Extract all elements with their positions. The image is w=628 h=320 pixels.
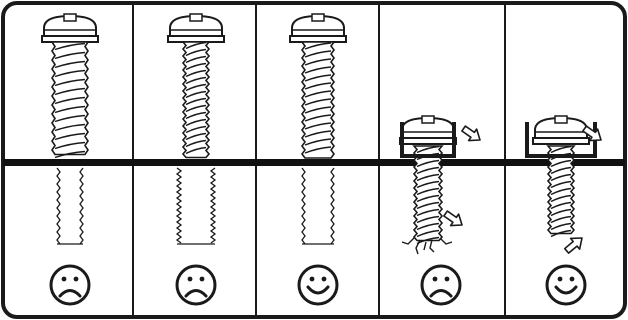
screw-2-threads [185,41,207,155]
arrow-icon-bracket-5 [582,125,602,142]
screw-3-head [289,13,347,43]
faces-layer [49,264,587,306]
screw-4-head [399,115,457,145]
cracks-icon [401,237,453,255]
extras-layer [400,122,602,255]
screw-3 [289,13,347,159]
screw-2-head [167,13,225,43]
screw-1-head [41,13,99,43]
screw-2 [167,13,225,159]
happy-face-icon-5 [545,264,587,306]
screw-3-threads [304,42,332,154]
screws-layer [41,13,590,245]
arrow-icon-shaft-4 [443,210,463,227]
sad-face-icon-4 [420,264,462,306]
screw-1-threads [54,42,86,159]
happy-face-icon-3 [297,264,339,306]
arrow-icon-tip-5 [563,237,583,254]
washer-cup-4 [400,122,456,158]
screw-4 [399,115,457,245]
holes-layer [56,167,335,245]
arrow-icon-bracket-4 [461,125,481,142]
screw-4-threads [416,145,440,245]
screw-5-threads [550,145,572,238]
screw-5-head [532,115,590,145]
surface-divider [3,159,625,166]
hole-1 [56,167,84,245]
screw-1-shaft [50,41,90,156]
hole-2 [175,167,217,245]
hole-3 [301,167,335,245]
screw-1 [41,13,99,159]
screw-5 [532,115,590,238]
sad-face-icon-1 [49,264,91,306]
sad-face-icon-2 [175,264,217,306]
